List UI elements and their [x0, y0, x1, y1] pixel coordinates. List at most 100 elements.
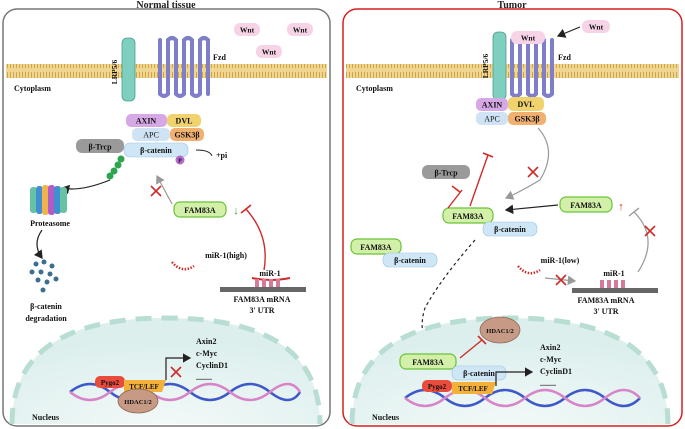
normal-pi-arrow	[195, 149, 213, 157]
tumor-dvl-label: DVL	[518, 100, 535, 109]
normal-title: Normal tissue	[136, 0, 196, 11]
tumor-title: Tumor	[497, 0, 527, 11]
normal-dna-helix	[69, 382, 302, 402]
tumor-transcription-arrow	[495, 367, 534, 386]
normal-dvl-label: DVL	[176, 117, 193, 126]
proteasome-icon	[30, 185, 67, 215]
normal-gsk-label: GSK3β	[174, 131, 199, 140]
normal-apc	[132, 128, 170, 141]
tumor-complex-block-x-icon	[527, 166, 539, 178]
tumor-fam83a-nuclear-label: FAM83A	[412, 358, 444, 367]
normal-wnt-1-label: Wnt	[240, 26, 255, 35]
tumor-gsk	[508, 112, 546, 125]
normal-axin	[126, 114, 167, 127]
normal-nuclear-envelope	[9, 315, 323, 425]
tumor-fam83a-inhibit-hdac-bar	[477, 335, 487, 345]
tumor-fam83a-inhibit-btrcp	[447, 189, 463, 209]
normal-phosphate-label: P	[178, 159, 182, 165]
tumor-dna-helix	[404, 388, 641, 408]
normal-mrna-label-2: 3' UTR	[249, 306, 274, 315]
tumor-mir1-label: miR-1	[603, 269, 624, 278]
normal-wnt-2	[287, 23, 313, 36]
tumor-fam83a-complex	[442, 207, 494, 224]
tumor-hdac	[479, 316, 521, 344]
tumor-mir-inhibition-bar	[628, 207, 640, 217]
normal-fzd-receptor	[158, 36, 210, 98]
normal-wnt-2-label: Wnt	[293, 26, 308, 35]
tumor-fam83a-inhibit-complex-bar	[482, 152, 494, 158]
tumor-fam83a-free	[350, 238, 402, 255]
tumor-panel: Tumor Cytoplasm Wnt LRP5/6 Wnt Fzd AXIN …	[342, 0, 683, 427]
tumor-mir-strand	[517, 265, 541, 275]
tumor-fam83a-binding-arrow	[504, 204, 559, 215]
normal-mir1-label: miR-1	[259, 269, 280, 278]
tumor-fam83a-complex-label: FAM83A	[452, 212, 484, 221]
normal-bcatenin	[123, 142, 189, 158]
normal-mir1-bound	[251, 277, 291, 287]
tumor-btrcp	[422, 165, 470, 179]
normal-mir-inhibition	[245, 208, 266, 271]
tumor-bcatenin-nuclear-label: β-catenin	[463, 369, 495, 378]
normal-ubiquitin-chain	[106, 155, 125, 180]
tumor-btrcp-label: β-Trcp	[434, 169, 458, 178]
normal-fzd-label: Fzd	[213, 53, 226, 62]
normal-phosphate	[175, 155, 185, 165]
normal-block-x-icon	[150, 185, 162, 197]
tumor-mrna-label-1: FAM83A mRNA	[578, 296, 635, 305]
tumor-nuclear-translocation-arrow	[420, 239, 476, 346]
tumor-tcf-label: TCF/LEF	[458, 385, 488, 393]
tumor-mrna-strand	[572, 288, 658, 293]
tumor-tcf-lef	[452, 382, 496, 394]
tumor-fam83a-inhibit-hdac	[459, 339, 483, 359]
tumor-mir-block-x-icon	[644, 225, 656, 237]
normal-pygo2	[95, 376, 125, 388]
normal-mir-high-label: miR-1(high)	[205, 251, 247, 260]
tumor-fam83a-up-label: FAM83A	[570, 201, 602, 210]
degradation-fragments-icon	[29, 259, 59, 293]
normal-mrna-label-1: FAM83A mRNA	[234, 295, 291, 304]
tumor-fzd-receptor	[510, 36, 554, 98]
tumor-fzd-label: Fzd	[558, 53, 571, 62]
tumor-wnt-bound	[511, 31, 545, 44]
tumor-bcatenin-nuclear	[451, 365, 507, 381]
normal-mir-inhibition-bar	[240, 204, 252, 214]
normal-nucleus-label: Nucleus	[32, 413, 59, 422]
normal-transcription-arrow	[165, 353, 192, 380]
normal-fam83a	[173, 201, 227, 218]
normal-transcription-block-x-icon	[170, 366, 182, 378]
normal-btrcp-label: β-Trcp	[88, 143, 112, 152]
tumor-gene-3: CyclinD1	[540, 367, 572, 376]
tumor-fam83a-up-arrow: ↑	[618, 201, 624, 213]
tumor-apc	[476, 112, 508, 125]
tumor-nuclear-envelope	[349, 315, 671, 425]
tumor-wnt-bound-label: Wnt	[521, 34, 536, 43]
tumor-fam83a-nuclear	[399, 353, 457, 370]
tumor-cytoplasm-label: Cytoplasm	[356, 84, 393, 93]
normal-bcatenin-label: β-catenin	[140, 146, 172, 155]
tumor-fam83a-up	[559, 196, 613, 213]
normal-wnt-1	[234, 23, 260, 36]
normal-tcf-label: TCF/LEF	[129, 383, 159, 391]
normal-pi-label: +pi	[216, 151, 228, 160]
tumor-mir1-site	[600, 280, 625, 288]
normal-axin-label: AXIN	[136, 117, 157, 126]
tumor-dvl	[508, 97, 544, 111]
tumor-mir-binding-block-x-icon	[555, 274, 567, 286]
tumor-pygo2-label: Pygo2	[428, 383, 447, 391]
normal-wnt-3	[256, 45, 282, 58]
tumor-gsk-label: GSK3β	[514, 115, 539, 124]
tumor-apc-label: APC	[484, 115, 500, 124]
normal-proteasome-label: Proteasome	[30, 219, 70, 228]
tumor-mir-low-label: miR-1(low)	[541, 256, 580, 265]
normal-lrp-receptor	[121, 37, 136, 102]
tumor-wnt-arrow	[556, 26, 581, 38]
tumor-fam83a-inhibit-btrcp-bar	[451, 185, 461, 193]
normal-hdac-label: HDAC1/2	[124, 399, 151, 406]
tumor-lrp-label: LRP5/6	[481, 53, 490, 78]
tumor-wnt-free-label: Wnt	[589, 23, 604, 32]
tumor-mrna-label-2: 3' UTR	[593, 307, 618, 316]
tumor-axin-label: AXIN	[482, 101, 503, 110]
normal-degradation-label-2: degradation	[25, 314, 67, 323]
normal-fam83a-label: FAM83A	[184, 206, 216, 215]
